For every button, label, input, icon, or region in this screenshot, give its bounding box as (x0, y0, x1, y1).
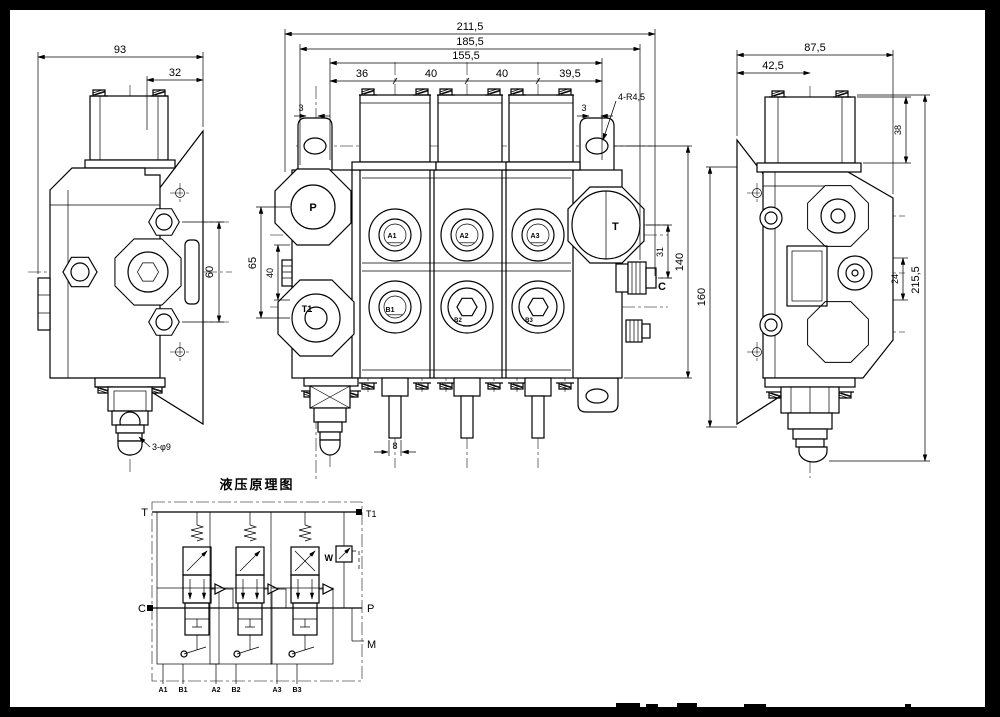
dim-left-cap-offset: 32 (169, 67, 181, 79)
dim-right-cap-offset: 42,5 (762, 60, 783, 72)
port-label-t1: T1 (302, 304, 313, 314)
port-label-c: C (658, 281, 666, 293)
mount-hole-top-right (585, 137, 609, 155)
schematic-label-a1: A1 (159, 687, 168, 694)
port-label-t: T (612, 221, 619, 233)
mount-ear-bottom-right (577, 377, 619, 413)
schematic-valve-3 (270, 512, 335, 684)
dim-right-total-height: 215,5 (910, 266, 922, 294)
dim-front-seg1: 36 (356, 68, 368, 80)
schematic-label-c: C (138, 603, 146, 615)
dim-right-cap-height: 38 (893, 125, 903, 135)
schematic-label-m: M (367, 639, 376, 651)
schematic-label-b2: B2 (232, 687, 241, 694)
schematic-valve-2 (209, 512, 287, 684)
spring-cap-right (764, 96, 856, 164)
schematic-label-a2: A2 (212, 687, 221, 694)
label-mount-hole-note: 4-R4,5 (618, 92, 645, 102)
schematic-label-a3: A3 (273, 687, 282, 694)
section-cap-2 (437, 94, 503, 163)
mount-ear-top-right (579, 117, 615, 173)
dim-front-total-width: 211,5 (457, 21, 484, 33)
dim-front-offset-left: 3 (298, 103, 303, 113)
dim-front-port-gap: 40 (265, 268, 275, 278)
dim-front-offset-right: 3 (581, 103, 586, 113)
schematic-label-t: T (141, 507, 148, 519)
dim-right-plate-height: 160 (696, 288, 708, 306)
schematic-border (151, 501, 363, 682)
mount-hole-top-left (303, 137, 327, 155)
hydraulic-schematic: 液压原理图 T T1 C P M (138, 477, 376, 694)
spool-end-left (117, 440, 143, 456)
schematic-relief-valve: W (325, 512, 360, 608)
label-left-hole-note: 3-φ9 (152, 442, 171, 452)
schematic-label-t1: T1 (366, 509, 377, 519)
lever-window (786, 245, 828, 307)
c-port-plug (627, 261, 647, 295)
schematic-label-w: W (325, 553, 334, 563)
port-label-a3: A3 (531, 233, 540, 240)
section-cap-3 (508, 94, 574, 163)
section-cap-1 (359, 94, 431, 163)
dim-front-mount-width: 185,5 (456, 36, 484, 48)
port-label-b1: B1 (386, 307, 395, 314)
schematic-valve-1 (156, 512, 234, 684)
spool-end-right (798, 446, 828, 463)
dim-front-c-offset: 31 (655, 247, 665, 257)
clipped-caption-fragments (616, 703, 911, 707)
port-label-b3: B3 (525, 318, 533, 324)
dim-right-total-width: 87,5 (804, 42, 825, 54)
dim-front-spool-width: 8 (392, 441, 397, 451)
spool-stems (381, 377, 552, 439)
left-side-view: 93 32 60 3-φ9 (28, 44, 232, 472)
port-label-p: P (309, 202, 316, 214)
front-view: P T1 A1 A2 A3 B1 B2 B3 T C (247, 21, 692, 480)
relief-valve-assembly (300, 377, 362, 456)
dim-left-total-width: 93 (114, 44, 126, 56)
dim-front-seg2: 40 (425, 68, 437, 80)
schematic-title: 液压原理图 (219, 477, 294, 492)
schematic-label-p: P (367, 603, 374, 615)
dim-left-bolt-span: 60 (204, 266, 216, 278)
dim-front-port-span: 65 (247, 257, 259, 269)
dim-front-section-span: 155,5 (452, 50, 480, 62)
dim-front-seg3: 40 (496, 68, 508, 80)
dim-front-body-height: 140 (674, 253, 686, 271)
schematic-label-b3: B3 (293, 687, 302, 694)
port-label-a2: A2 (460, 233, 469, 240)
port-label-a1: A1 (388, 233, 397, 240)
dim-front-seg4: 39,5 (559, 68, 580, 80)
right-side-view: 87,5 42,5 38 160 24 215,5 (696, 42, 930, 478)
dim-right-step: 24 (890, 274, 900, 284)
spring-cap-left (89, 95, 169, 161)
port-label-b2: B2 (454, 318, 462, 324)
schematic-label-b1: B1 (179, 687, 188, 694)
mount-ear-top-left (297, 117, 333, 173)
